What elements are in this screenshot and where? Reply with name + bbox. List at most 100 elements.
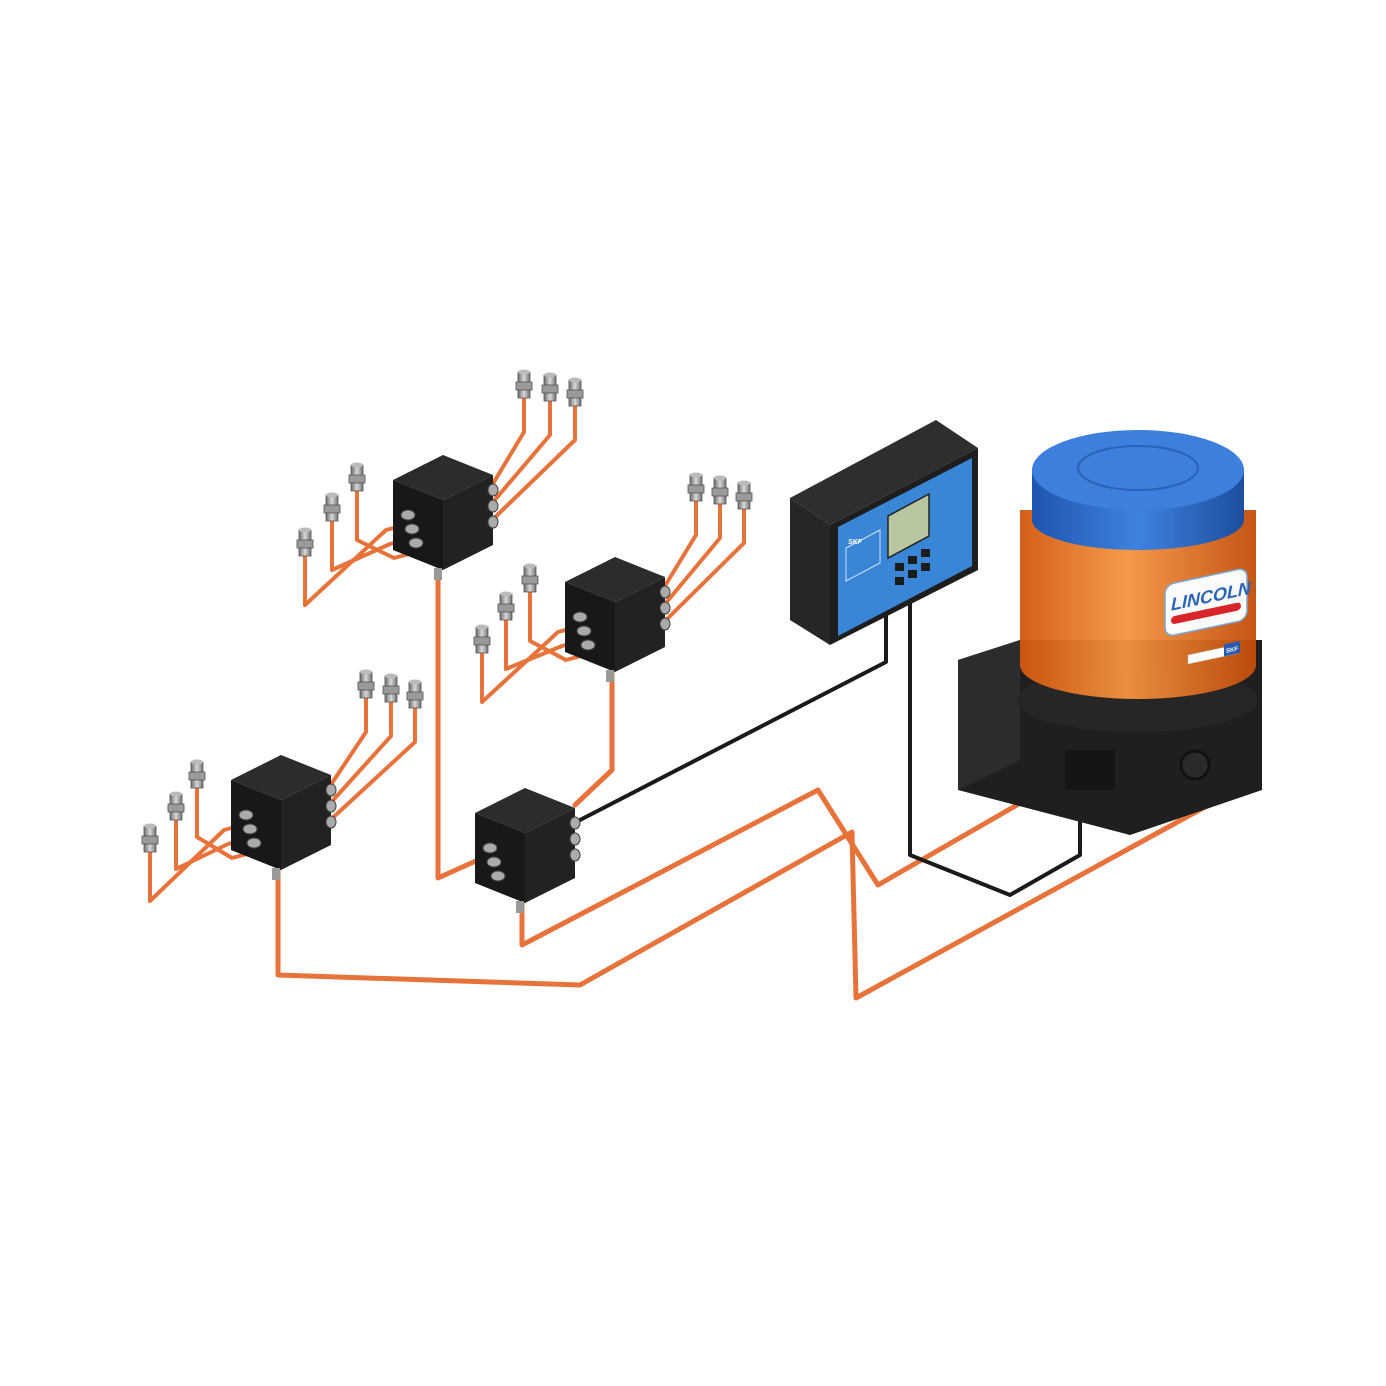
cable-controller-to-pump [908,596,1082,897]
outlet-port [482,842,498,854]
cable-controller-to-master [578,598,888,822]
grease-fitting [382,673,400,703]
pump-unit: LINCOLN SKF [958,430,1262,835]
outlet-port [487,515,499,529]
outlet-port [490,870,506,882]
pipe-master-to-block-b [572,667,615,808]
controller-top [790,420,978,525]
grease-fitting [167,791,185,821]
outlet-port [576,625,592,637]
divider-block-c [141,669,424,903]
outlet-port [569,832,581,846]
controller-key [921,549,930,557]
outlet-port [246,837,262,849]
block-front [231,780,281,870]
grease-fitting [188,759,206,789]
grease-fitting [515,369,533,399]
controller-key [895,563,904,571]
controller-side [790,498,830,645]
outlet-port [325,799,337,813]
pump-skf-label: SKF [1187,640,1240,665]
grease-fitting [141,823,159,853]
block-side [615,577,665,672]
outlet-port [400,509,416,521]
grease-fitting [687,472,705,502]
reservoir-body [1020,510,1256,699]
block-side [525,808,575,903]
grease-fitting [735,480,753,510]
grease-fitting [348,462,366,492]
block-side [281,775,331,870]
outlet-port [487,499,499,513]
outlet-pipe [658,509,746,628]
inlet-port [516,901,524,913]
grease-fitting [323,492,341,522]
outlet-port [325,783,337,797]
outlet-port [659,601,671,615]
outlet-port [242,823,258,835]
outlet-port [325,815,337,829]
block-top [565,557,665,602]
block-front [565,582,615,672]
reservoir-cap-ring [1077,445,1199,491]
grease-fitting [566,377,584,407]
grease-fitting [711,475,729,505]
outlet-port [572,611,588,623]
inlet-port [272,868,280,880]
controller-key [895,577,904,585]
outlet-pipe [486,398,526,494]
outlet-port [569,816,581,830]
block-top [393,455,493,500]
outlet-port [404,523,420,535]
outlet-pipe [486,406,577,526]
inlet-port [434,568,442,580]
inlet-port [606,670,614,682]
outlet-port [659,617,671,631]
outlet-pipe [658,501,698,596]
skf-logo: SKF [1226,646,1238,655]
grease-fitting [357,669,375,699]
controller-key [908,570,917,578]
block-front [475,813,525,903]
grease-fitting [296,527,314,557]
pump-element-port [1179,749,1211,781]
controller-key [921,563,930,571]
outlet-port [238,809,254,821]
outlet-pipe [658,504,722,612]
outlet-port [580,639,596,651]
outlet-pipe [324,702,393,810]
pump-base-shade [958,640,1020,790]
divider-block-a [296,369,584,607]
outlet-port [408,537,424,549]
pump-brand-label: LINCOLN [1164,568,1252,637]
block-top [231,755,331,800]
pipe-master-to-block-a [435,567,481,881]
grease-fitting [406,679,424,709]
controller-unit: SKF [790,420,978,645]
block-front [393,480,443,570]
controller-key [908,556,917,564]
pump-motor-housing [1065,750,1115,790]
lincoln-logo-swoosh [1171,602,1241,624]
grease-fitting [473,624,491,654]
controller-led-panel [845,529,881,582]
outlet-pipe [486,401,552,510]
controller-keypad [895,549,930,585]
block-side [443,475,493,570]
controller-display [887,492,930,560]
reservoir-cap-top [1032,430,1244,510]
divider-blocks [141,369,753,913]
grease-fitting [521,563,539,593]
outlet-port [486,856,502,868]
block-top [475,788,575,833]
grease-fitting [541,372,559,402]
divider-block-master [475,788,581,913]
outlet-port [569,848,581,862]
outlet-port [659,585,671,599]
controller-skf-logo: SKF [848,539,863,546]
outlet-pipe [324,708,417,826]
divider-block-b [473,472,753,704]
outlet-port [487,483,499,497]
